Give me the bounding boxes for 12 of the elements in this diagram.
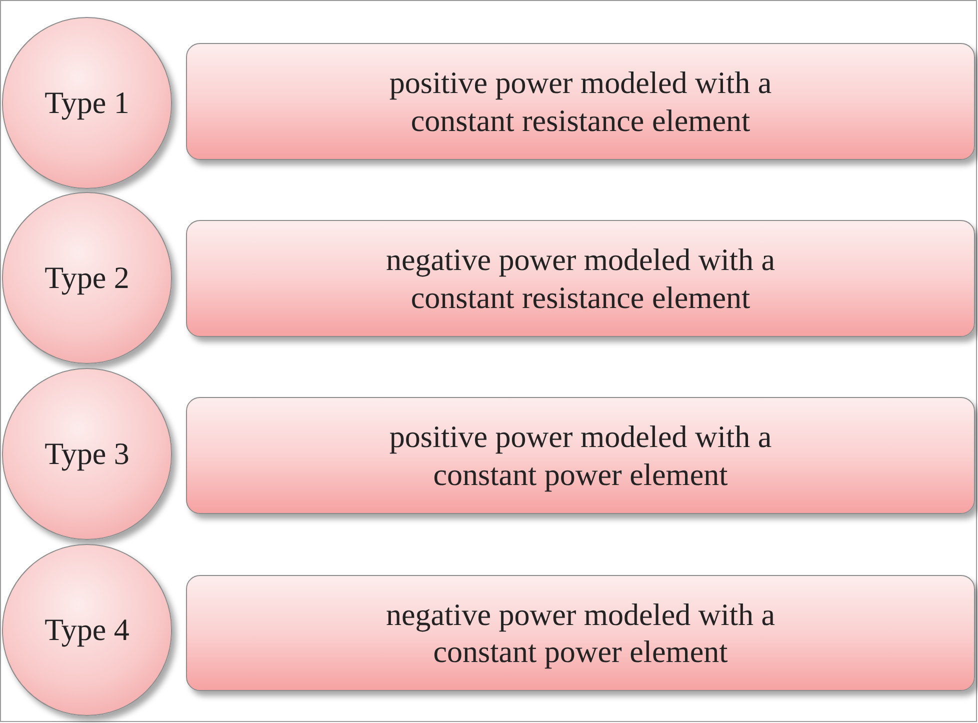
description-text: positive power modeled with a constant power element bbox=[388, 418, 773, 493]
type-label: Type 1 bbox=[44, 84, 130, 122]
description-text: negative power modeled with a constant power element bbox=[384, 596, 776, 670]
description-box bbox=[186, 43, 975, 160]
description-box bbox=[186, 397, 975, 514]
description-text: negative power modeled with a constant resistance element bbox=[384, 241, 776, 316]
type-label: Type 3 bbox=[44, 434, 130, 473]
description-box bbox=[186, 575, 975, 691]
type-label: Type 4 bbox=[44, 610, 130, 649]
type-label: Type 2 bbox=[44, 258, 130, 297]
description-box bbox=[186, 220, 975, 337]
description-text: positive power modeled with a constant resistance element bbox=[388, 64, 773, 139]
